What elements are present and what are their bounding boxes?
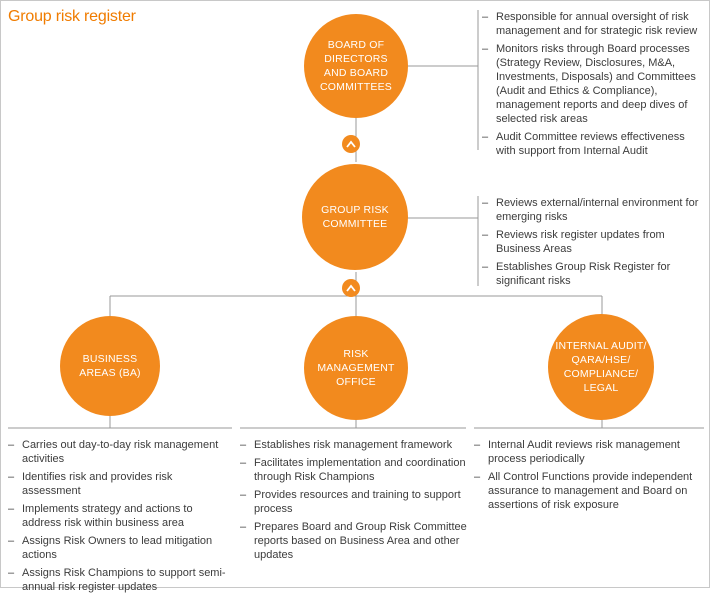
node-ia-label: INTERNAL AUDIT/ QARA/HSE/ COMPLIANCE/ LE… bbox=[555, 340, 647, 394]
list-item: Carries out day-to-day risk management a… bbox=[8, 438, 234, 466]
node-risk-management-office: RISK MANAGEMENT OFFICE bbox=[304, 316, 408, 420]
rmo-responsibilities: Establishes risk management framework Fa… bbox=[240, 438, 468, 566]
list-item: Reviews risk register updates from Busin… bbox=[482, 228, 704, 256]
node-group-risk-committee: GROUP RISK COMMITTEE bbox=[302, 164, 408, 270]
node-grc-label: GROUP RISK COMMITTEE bbox=[321, 204, 389, 230]
node-internal-audit: INTERNAL AUDIT/ QARA/HSE/ COMPLIANCE/ LE… bbox=[548, 314, 654, 420]
list-item: All Control Functions provide independen… bbox=[474, 470, 702, 512]
node-board-label: BOARD OF DIRECTORS AND BOARD COMMITTEES bbox=[320, 39, 392, 93]
page-title: Group risk register bbox=[8, 8, 136, 25]
arrow-up-icon bbox=[342, 135, 360, 153]
list-item: Facilitates implementation and coordinat… bbox=[240, 456, 468, 484]
list-item: Audit Committee reviews effectiveness wi… bbox=[482, 130, 704, 158]
list-item: Assigns Risk Owners to lead mitigation a… bbox=[8, 534, 234, 562]
board-responsibilities: Responsible for annual oversight of risk… bbox=[482, 10, 704, 162]
list-item: Reviews external/internal environment fo… bbox=[482, 196, 704, 224]
node-rmo-label: RISK MANAGEMENT OFFICE bbox=[317, 348, 395, 388]
list-item: Implements strategy and actions to addre… bbox=[8, 502, 234, 530]
list-item: Establishes risk management framework bbox=[240, 438, 468, 452]
list-item: Establishes Group Risk Register for sign… bbox=[482, 260, 704, 288]
ia-responsibilities: Internal Audit reviews risk management p… bbox=[474, 438, 702, 516]
list-item: Provides resources and training to suppo… bbox=[240, 488, 468, 516]
list-item: Responsible for annual oversight of risk… bbox=[482, 10, 704, 38]
list-item: Assigns Risk Champions to support semi-a… bbox=[8, 566, 234, 594]
node-board-of-directors: BOARD OF DIRECTORS AND BOARD COMMITTEES bbox=[304, 14, 408, 118]
list-item: Prepares Board and Group Risk Committee … bbox=[240, 520, 468, 562]
list-item: Monitors risks through Board processes (… bbox=[482, 42, 704, 126]
list-item: Identifies risk and provides risk assess… bbox=[8, 470, 234, 498]
list-item: Internal Audit reviews risk management p… bbox=[474, 438, 702, 466]
node-business-areas: BUSINESS AREAS (BA) bbox=[60, 316, 160, 416]
ba-responsibilities: Carries out day-to-day risk management a… bbox=[8, 438, 234, 598]
arrow-up-icon bbox=[342, 279, 360, 297]
grc-responsibilities: Reviews external/internal environment fo… bbox=[482, 196, 704, 292]
node-ba-label: BUSINESS AREAS (BA) bbox=[79, 353, 141, 379]
